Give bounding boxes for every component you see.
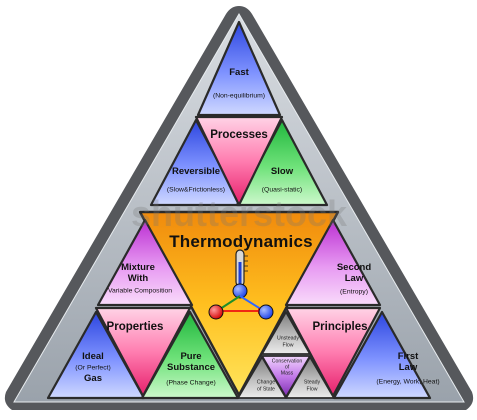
first-law-sublabel: (Energy, Work, Heat) bbox=[376, 378, 440, 386]
second-law-label-line2: Law bbox=[344, 273, 364, 285]
thermodynamics-title: Thermodynamics bbox=[169, 232, 313, 252]
watermark-text: shutterstock bbox=[130, 193, 348, 234]
ideal-gas-label-line2: Gas bbox=[84, 373, 102, 385]
properties-label: Properties bbox=[106, 320, 164, 333]
second-law-sublabel: (Entropy) bbox=[340, 288, 368, 296]
fast-triangle bbox=[196, 20, 282, 117]
processes-triangle bbox=[194, 115, 284, 207]
mixture-triangle bbox=[96, 218, 194, 307]
conservation-mass-label-line3: Mass bbox=[280, 370, 294, 377]
pure-substance-sublabel: (Phase Change) bbox=[166, 379, 216, 387]
thermometer-icon bbox=[232, 249, 248, 299]
conservation-mass-triangle bbox=[261, 355, 311, 398]
mixture-sublabel: Variable Composition bbox=[107, 287, 173, 295]
steady-flow-label-line2: Flow bbox=[306, 386, 318, 393]
reversible-label: Reversible bbox=[171, 166, 221, 178]
mixture-label-line1: Mixture bbox=[121, 262, 155, 274]
molecule-icon bbox=[208, 295, 274, 320]
slow-label: Slow bbox=[270, 166, 294, 178]
fast-label: Fast bbox=[229, 67, 249, 79]
reversible-sublabel: (Slow&Frictionless) bbox=[166, 186, 226, 194]
pure-substance-label-line2: Substance bbox=[166, 362, 216, 374]
first-law-triangle bbox=[332, 310, 432, 400]
mixture-label-line2: With bbox=[127, 273, 149, 285]
steady-flow-label-line1: Steady bbox=[303, 379, 321, 386]
ideal-gas-label-line1: Ideal bbox=[82, 351, 104, 363]
pure-substance-label-line1: Pure bbox=[180, 351, 202, 363]
slow-sublabel: (Quasi-static) bbox=[261, 186, 303, 194]
first-law-label-line2: Law bbox=[398, 362, 418, 374]
fast-sublabel: (Non-equilibrium) bbox=[212, 92, 266, 100]
unsteady-flow-label-line2: Flow bbox=[282, 342, 294, 349]
properties-triangle bbox=[94, 306, 192, 398]
unsteady-flow-label-line1: Unsteady bbox=[277, 335, 299, 342]
first-law-label-line1: First bbox=[397, 351, 419, 363]
unsteady-flow-triangle bbox=[261, 311, 311, 355]
ideal-gas-sublabel: (Or Perfect) bbox=[75, 364, 111, 372]
conservation-mass-label-line2: of bbox=[284, 364, 290, 371]
second-law-triangle bbox=[284, 218, 382, 307]
principles-label: Principles bbox=[312, 320, 368, 333]
conservation-mass-label-line1: Conservation bbox=[271, 358, 303, 365]
change-of-state-label-line2: of State bbox=[257, 386, 275, 393]
processes-label: Processes bbox=[210, 128, 268, 141]
change-of-state-label-line1: Change bbox=[256, 379, 276, 386]
second-law-label-line1: Second bbox=[336, 262, 372, 274]
